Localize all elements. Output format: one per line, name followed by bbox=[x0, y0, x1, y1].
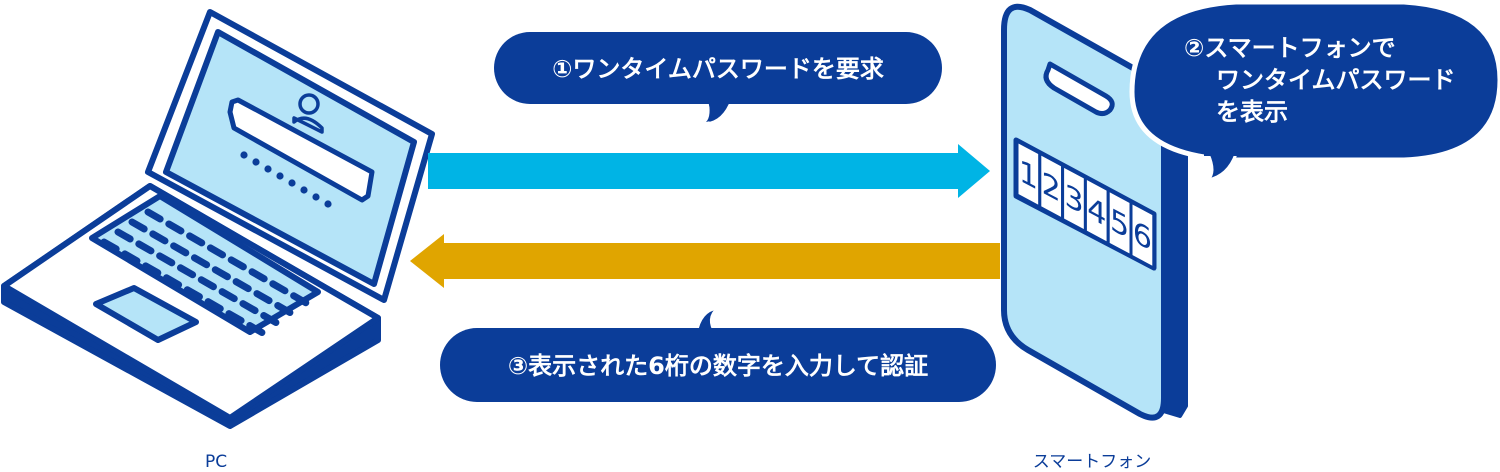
step2-text-line2: ワンタイムパスワード bbox=[1216, 66, 1456, 94]
pc-label: PC bbox=[205, 452, 227, 472]
keyboard-keys bbox=[100, 208, 312, 340]
speaker-slot bbox=[1043, 61, 1115, 117]
smartphone-label: スマートフォン bbox=[1033, 452, 1152, 472]
otp-digit-cell bbox=[1129, 199, 1156, 271]
request-arrow bbox=[428, 144, 990, 198]
step3-text: ③表示された6桁の数字を入力して認証 bbox=[508, 352, 928, 380]
otp-digit: 1 bbox=[1019, 152, 1038, 198]
step2-text-line1: ②スマートフォンで bbox=[1184, 34, 1396, 62]
otp-digit: 2 bbox=[1042, 164, 1061, 210]
password-dots bbox=[240, 151, 332, 208]
otp-digit: 6 bbox=[1133, 213, 1152, 259]
response-arrow bbox=[410, 234, 1000, 288]
otp-digit: 4 bbox=[1087, 189, 1106, 235]
laptop-icon bbox=[1, 9, 435, 429]
step1-text: ①ワンタイムパスワードを要求 bbox=[552, 55, 884, 83]
step2-bubble: ②スマートフォンで ワンタイムパスワード を表示 bbox=[1129, 0, 1500, 183]
login-field bbox=[227, 97, 375, 203]
otp-digit: 3 bbox=[1064, 176, 1083, 222]
step2-text-line3: を表示 bbox=[1216, 98, 1288, 126]
user-icon bbox=[292, 93, 324, 134]
touchpad bbox=[93, 285, 199, 343]
step3-bubble: ③表示された6桁の数字を入力して認証 bbox=[440, 305, 996, 402]
step1-bubble: ①ワンタイムパスワードを要求 bbox=[494, 32, 942, 126]
otp-digit: 5 bbox=[1110, 201, 1129, 247]
